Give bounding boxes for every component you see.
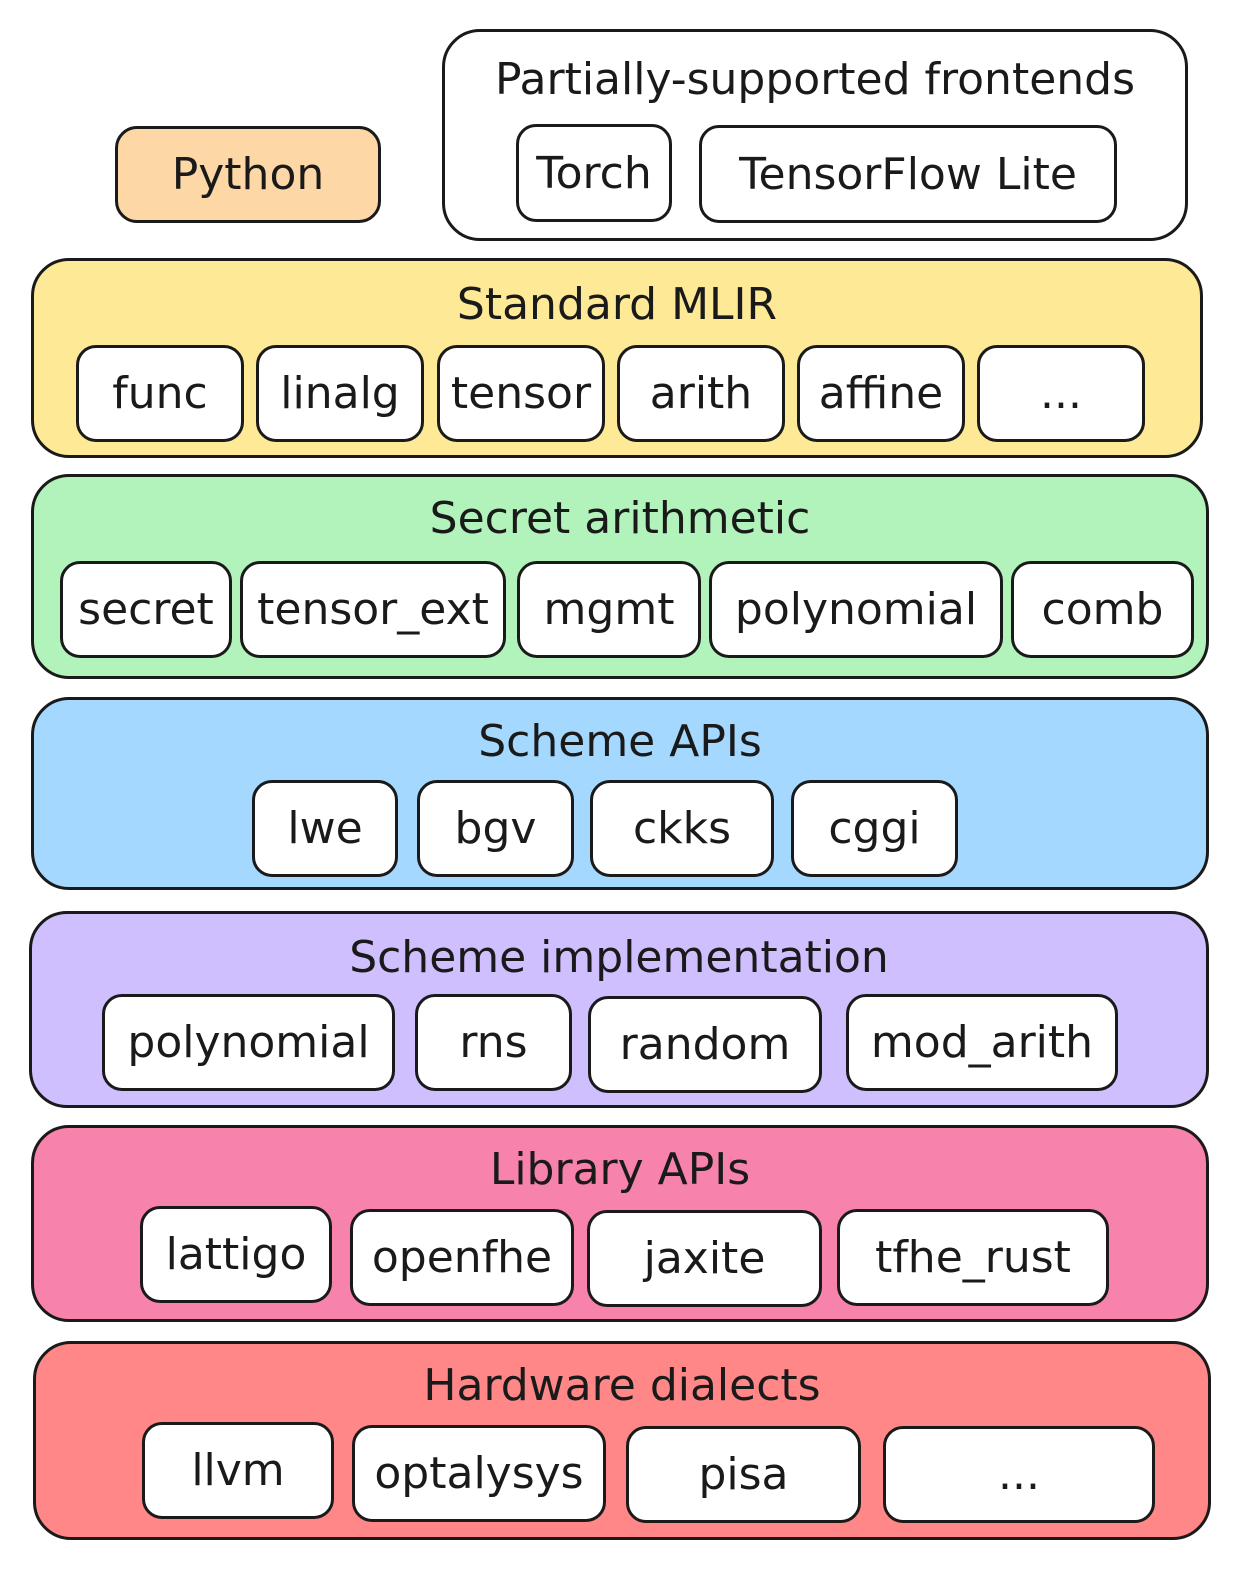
hardware-dialects-title: Hardware dialects: [423, 1360, 821, 1411]
hardware-dialects-group: Hardware dialects llvm optalysys pisa ..…: [33, 1341, 1211, 1540]
library-apis-title: Library APIs: [489, 1144, 751, 1195]
dialect-box-polynomial: polynomial: [709, 561, 1003, 658]
frontends-group: Partially-supported frontends Torch Tens…: [442, 29, 1188, 241]
dialect-box-tensor-ext: tensor_ext: [240, 561, 506, 658]
scheme-apis-title: Scheme APIs: [478, 716, 762, 767]
scheme-apis-group: Scheme APIs lwe bgv ckks cggi: [31, 697, 1209, 890]
dialect-box-ckks: ckks: [590, 780, 774, 877]
library-apis-group: Library APIs lattigo openfhe jaxite tfhe…: [31, 1125, 1209, 1322]
dialect-box-func: func: [76, 345, 244, 442]
dialect-box-tfhe-rust: tfhe_rust: [837, 1209, 1109, 1306]
scheme-implementation-title: Scheme implementation: [349, 932, 889, 983]
dialect-box-bgv: bgv: [417, 780, 574, 877]
dialect-box-random: random: [588, 996, 822, 1093]
dialect-box-tensor: tensor: [437, 345, 605, 442]
dialect-box-secret: secret: [60, 561, 232, 658]
dialect-box-lwe: lwe: [252, 780, 398, 877]
frontend-box-torch: Torch: [516, 124, 672, 222]
dialect-box-jaxite: jaxite: [587, 1210, 822, 1307]
dialect-box-rns: rns: [415, 994, 572, 1091]
dialect-box-lattigo: lattigo: [140, 1206, 332, 1303]
secret-arithmetic-group: Secret arithmetic secret tensor_ext mgmt…: [31, 474, 1209, 679]
dialect-box-more-hw: ...: [883, 1426, 1155, 1523]
standard-mlir-title: Standard MLIR: [456, 279, 778, 330]
python-box: Python: [115, 126, 381, 223]
dialect-box-mgmt: mgmt: [517, 561, 701, 658]
scheme-implementation-group: Scheme implementation polynomial rns ran…: [29, 911, 1209, 1108]
dialect-box-pisa: pisa: [626, 1426, 861, 1523]
python-label: Python: [171, 149, 325, 200]
dialect-box-linalg: linalg: [256, 345, 424, 442]
frontend-box-tensorflow-lite: TensorFlow Lite: [699, 125, 1117, 223]
dialect-box-optalysys: optalysys: [352, 1425, 606, 1522]
dialect-box-more: ...: [977, 345, 1145, 442]
dialect-box-mod-arith: mod_arith: [846, 994, 1118, 1091]
dialect-box-arith: arith: [617, 345, 785, 442]
frontends-title: Partially-supported frontends: [494, 54, 1136, 105]
secret-arithmetic-title: Secret arithmetic: [429, 493, 811, 544]
dialect-box-affine: affine: [797, 345, 965, 442]
dialect-box-cggi: cggi: [791, 780, 958, 877]
dialect-box-comb: comb: [1011, 561, 1194, 658]
dialect-box-openfhe: openfhe: [350, 1209, 574, 1306]
dialect-box-llvm: llvm: [142, 1422, 334, 1519]
standard-mlir-group: Standard MLIR func linalg tensor arith a…: [31, 258, 1203, 458]
dialect-box-polynomial-impl: polynomial: [102, 994, 395, 1091]
